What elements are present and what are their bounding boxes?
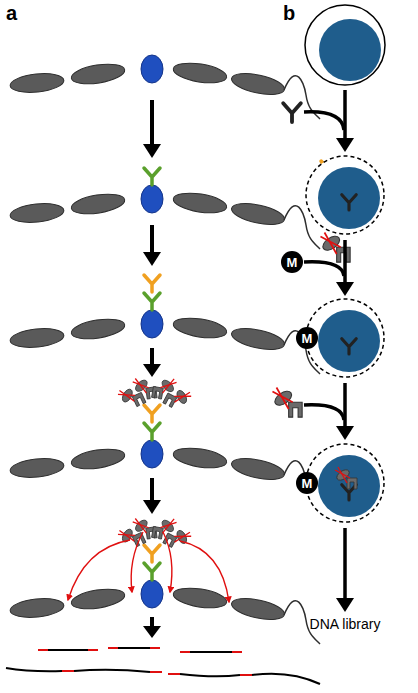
step-arrows-a (143, 100, 161, 638)
mnase-circle: M (296, 472, 318, 494)
dna-fragments (6, 648, 320, 684)
pa-mnase-cluster (117, 516, 193, 553)
secondary-antibody (144, 545, 160, 562)
pa-mnase-cluster (117, 376, 193, 413)
mnase-circle: M (296, 327, 318, 349)
chromatin (9, 185, 320, 249)
secondary-antibody (144, 405, 160, 422)
chromatin (9, 580, 320, 644)
node-text: M (287, 256, 298, 269)
step-arrows-b (272, 90, 354, 612)
node-text: M (302, 477, 313, 490)
chromatin (9, 55, 320, 119)
secondary-antibody (144, 275, 160, 292)
primary-antibody (144, 423, 160, 440)
node-text: M (302, 332, 313, 345)
primary-antibody (144, 168, 160, 185)
panel-letter: a (6, 2, 17, 24)
cells (305, 5, 385, 522)
chromatin (9, 310, 320, 374)
cleavage-arrows (68, 532, 229, 602)
panel-letter: b (283, 2, 295, 24)
bound-antibodies (117, 168, 193, 580)
chromatin (9, 440, 320, 504)
primary-antibody (144, 293, 160, 310)
output-label: DNA library (310, 617, 381, 632)
mnase-circle: M (281, 251, 303, 273)
chromatin-rows (9, 55, 320, 644)
primary-antibody (144, 563, 160, 580)
